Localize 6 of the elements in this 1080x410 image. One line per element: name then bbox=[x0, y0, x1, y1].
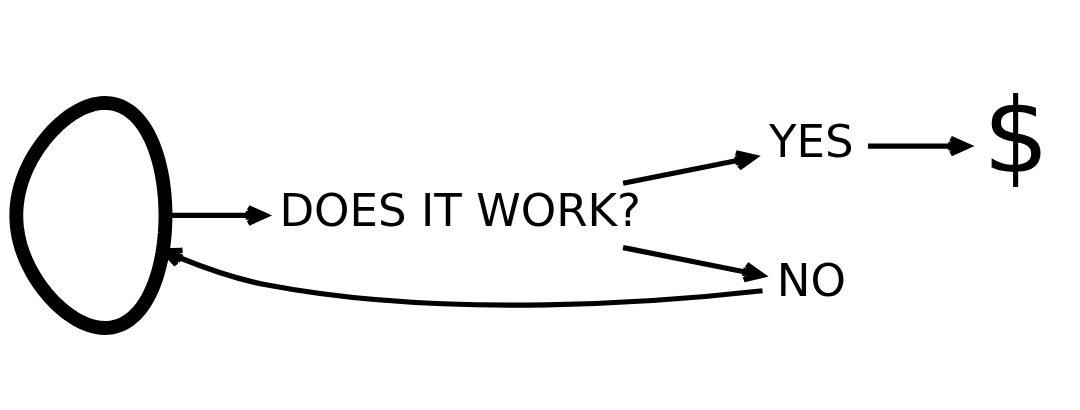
node-text: $ bbox=[982, 75, 1050, 198]
node-text: YES bbox=[769, 115, 854, 169]
node-bulb bbox=[9, 96, 173, 335]
node-text: DOES IT WORK? bbox=[279, 184, 642, 238]
arrow bbox=[622, 150, 758, 186]
node-text: NO bbox=[776, 253, 846, 307]
